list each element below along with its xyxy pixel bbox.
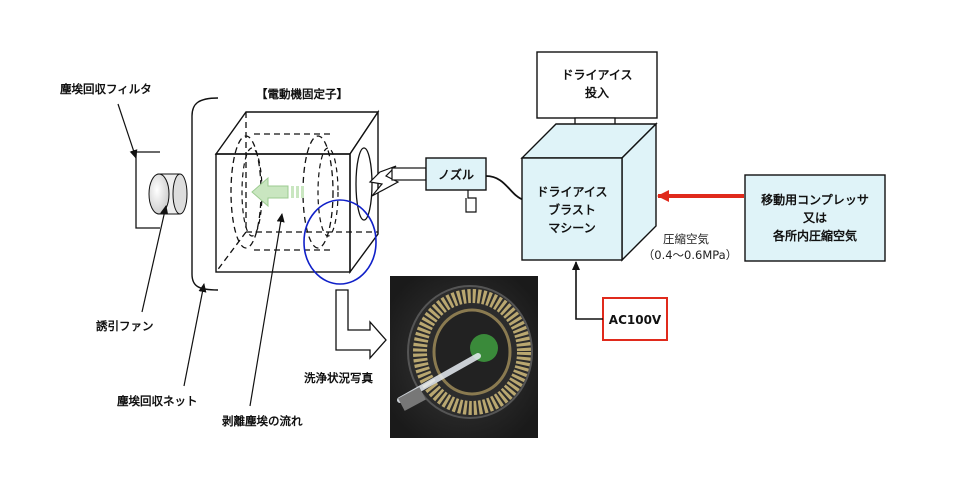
- photo-caption: 洗浄状況写真: [304, 371, 373, 385]
- focus-circle: [303, 199, 377, 285]
- nozzle: [391, 157, 525, 213]
- ice-input-line2: 投入: [585, 85, 609, 100]
- pressure-line2: （0.4～0.6MPa）: [643, 248, 737, 262]
- filter-label: 塵埃回収フィルタ: [60, 82, 152, 96]
- compressor-box: [744, 174, 886, 262]
- blast-machine-box: [520, 122, 658, 262]
- net-bracket: [191, 97, 219, 291]
- induction-fan: [148, 173, 188, 215]
- power-box: [602, 297, 668, 341]
- leader-lines: [117, 103, 285, 407]
- green-arrow-icon: [251, 176, 304, 208]
- stator-photo: [390, 276, 538, 438]
- dry-ice-input-box: [536, 51, 658, 119]
- stator-label: 【電動機固定子】: [256, 87, 348, 101]
- filter-bracket: [135, 151, 160, 229]
- power-arrow: [572, 261, 603, 320]
- compressor-line2: 又は: [802, 211, 827, 225]
- fan-label: 誘引ファン: [96, 319, 154, 333]
- machine-line2: ブラスト: [548, 202, 596, 217]
- ice-input-line1: ドライアイス: [561, 68, 632, 82]
- machine-line3: マシーン: [548, 221, 595, 235]
- power-label: AC100V: [609, 313, 662, 327]
- flow-label: 剥離塵埃の流れ: [222, 414, 303, 428]
- net-label: 塵埃回収ネット: [117, 394, 198, 408]
- nozzle-label: ノズル: [438, 167, 474, 182]
- compressor-line3: 各所内圧縮空気: [772, 228, 857, 243]
- machine-line1: ドライアイス: [536, 185, 607, 199]
- stator-cube: [214, 109, 380, 275]
- pressure-line1: 圧縮空気: [663, 232, 709, 246]
- white-bent-arrow-icon: [335, 289, 387, 360]
- compressor-line1: 移動用コンプレッサ: [761, 192, 869, 207]
